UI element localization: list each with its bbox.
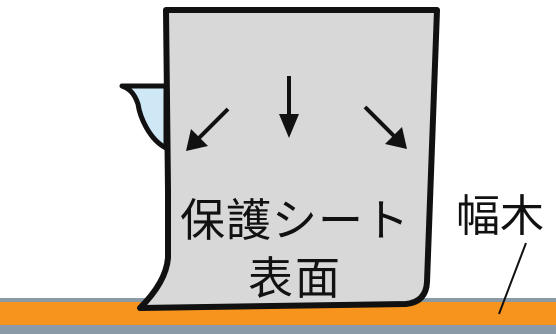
sheet-surface-label-line2: 表面 [248, 252, 343, 305]
protective-sheet [137, 7, 440, 311]
sheet-surface-label-line1: 保護シート [180, 194, 411, 247]
arrow-down-left-icon [186, 107, 230, 151]
baseboard-label: 幅木 [456, 191, 544, 242]
baseboard-leader-line [498, 242, 527, 315]
peeled-corner [119, 83, 169, 151]
arrow-down-icon [279, 76, 299, 138]
floor-gray-strip-bottom [0, 325, 556, 334]
arrow-down-right-icon [363, 105, 407, 149]
